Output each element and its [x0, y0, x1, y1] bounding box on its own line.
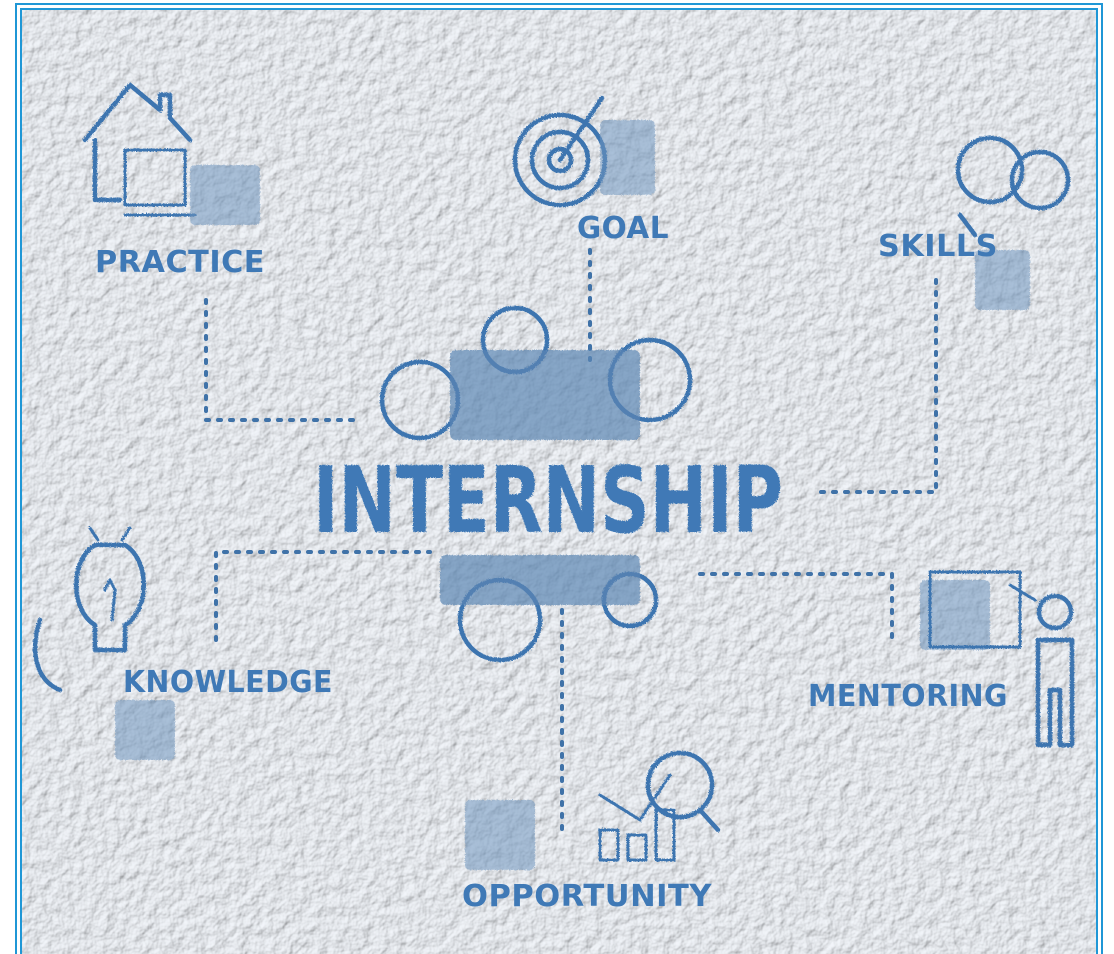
connector-knowledge — [214, 550, 432, 642]
node-opportunity: OPPORTUNITY — [462, 750, 721, 914]
node-practice: PRACTICE — [82, 82, 265, 280]
node-skills-label: SKILLS — [878, 229, 998, 264]
connector-skills — [818, 278, 938, 494]
center-title: INTERNSHIP — [313, 447, 783, 554]
chart-magnifier-icon — [465, 750, 721, 870]
node-goal-label: GOAL — [577, 211, 669, 246]
node-knowledge: KNOWLEDGE — [32, 526, 333, 760]
node-practice-label: PRACTICE — [95, 245, 265, 280]
node-mentoring-label: MENTORING — [808, 679, 1008, 714]
house-icon — [82, 82, 260, 225]
node-goal: GOAL — [512, 95, 669, 246]
connector-practice — [204, 298, 362, 422]
node-mentoring: MENTORING — [808, 570, 1075, 748]
node-skills: SKILLS — [878, 135, 1071, 310]
target-icon — [512, 95, 655, 208]
node-knowledge-label: KNOWLEDGE — [123, 665, 333, 700]
gears-head-icon — [955, 135, 1071, 310]
connector-mentoring — [698, 572, 894, 642]
frame-border-outer — [15, 3, 1103, 954]
lightbulb-icon — [32, 526, 175, 760]
frame-border-inner — [20, 8, 1098, 954]
teacher-board-icon — [920, 570, 1075, 748]
center-gears-icon — [379, 305, 693, 663]
node-opportunity-label: OPPORTUNITY — [462, 879, 713, 914]
connectors — [204, 248, 938, 832]
